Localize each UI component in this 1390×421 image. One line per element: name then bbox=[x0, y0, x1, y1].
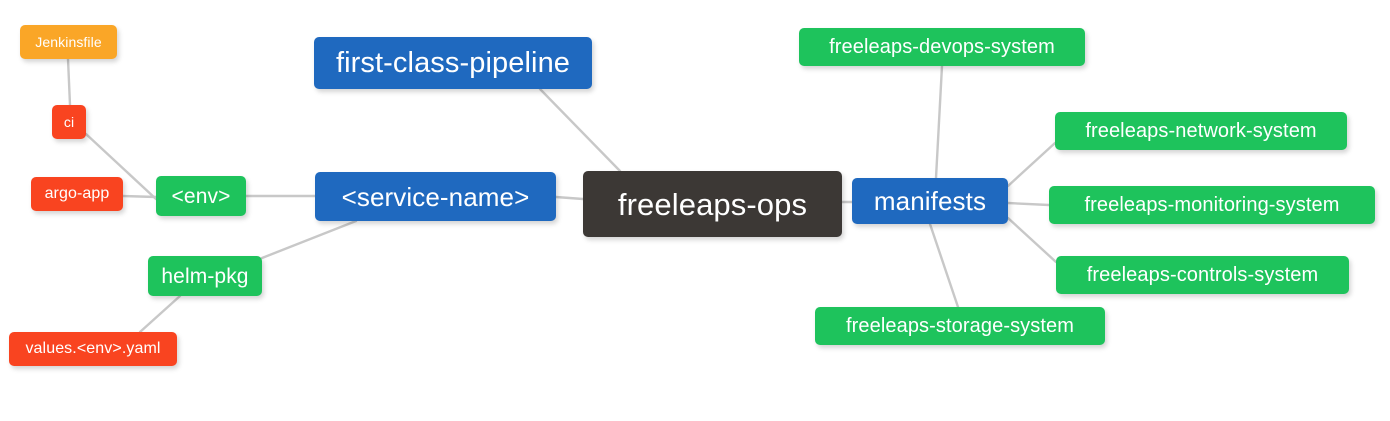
node-label-manifests: manifests bbox=[873, 186, 987, 216]
edge-jenkinsfile-ci bbox=[66, 57, 72, 107]
node-label-jenkinsfile: Jenkinsfile bbox=[35, 34, 102, 50]
node-freeleaps-monitoring-system[interactable]: freeleaps-monitoring-system bbox=[1049, 186, 1375, 224]
edge-argoapp-env bbox=[121, 194, 158, 199]
edge-pipeline-root bbox=[538, 87, 622, 173]
node-label-freeleaps-monitoring-system: freeleaps-monitoring-system bbox=[1084, 194, 1340, 216]
node-freeleaps-storage-system[interactable]: freeleaps-storage-system bbox=[815, 307, 1105, 345]
node-label-ci: ci bbox=[63, 114, 75, 130]
node-env[interactable]: <env> bbox=[156, 176, 246, 216]
edge-manifests-devops bbox=[934, 64, 944, 180]
edge-manifests-storage bbox=[928, 222, 960, 309]
edge-manifests-controls bbox=[1006, 216, 1058, 264]
node-label-freeleaps-storage-system: freeleaps-storage-system bbox=[845, 315, 1075, 337]
node-label-argo-app: argo-app bbox=[44, 185, 110, 202]
node-label-freeleaps-ops: freeleaps-ops bbox=[617, 186, 808, 222]
node-ci[interactable]: ci bbox=[52, 105, 86, 139]
node-values-yaml[interactable]: values.<env>.yaml bbox=[9, 332, 177, 366]
node-freeleaps-ops[interactable]: freeleaps-ops bbox=[583, 171, 842, 237]
node-label-env: <env> bbox=[171, 184, 231, 208]
node-label-helm-pkg: helm-pkg bbox=[161, 264, 249, 288]
node-freeleaps-network-system[interactable]: freeleaps-network-system bbox=[1055, 112, 1347, 150]
edge-valuesyaml-helmpkg bbox=[138, 294, 182, 334]
node-label-freeleaps-controls-system: freeleaps-controls-system bbox=[1086, 264, 1319, 286]
edge-manifests-monitoring bbox=[1006, 201, 1051, 207]
node-freeleaps-devops-system[interactable]: freeleaps-devops-system bbox=[799, 28, 1085, 66]
edge-helmpkg-servicename bbox=[260, 219, 358, 260]
node-jenkinsfile[interactable]: Jenkinsfile bbox=[20, 25, 117, 59]
node-first-class-pipeline[interactable]: first-class-pipeline bbox=[314, 37, 592, 89]
node-label-values-yaml: values.<env>.yaml bbox=[25, 340, 161, 357]
node-helm-pkg[interactable]: helm-pkg bbox=[148, 256, 262, 296]
node-label-service-name: <service-name> bbox=[341, 181, 530, 212]
node-argo-app[interactable]: argo-app bbox=[31, 177, 123, 211]
node-label-freeleaps-network-system: freeleaps-network-system bbox=[1085, 120, 1317, 142]
node-label-first-class-pipeline: first-class-pipeline bbox=[335, 46, 571, 79]
node-manifests[interactable]: manifests bbox=[852, 178, 1008, 224]
node-label-freeleaps-devops-system: freeleaps-devops-system bbox=[829, 36, 1055, 58]
edge-servicename-root bbox=[554, 195, 585, 201]
edge-manifests-network bbox=[1006, 141, 1057, 188]
node-service-name[interactable]: <service-name> bbox=[315, 172, 556, 221]
node-freeleaps-controls-system[interactable]: freeleaps-controls-system bbox=[1056, 256, 1349, 294]
